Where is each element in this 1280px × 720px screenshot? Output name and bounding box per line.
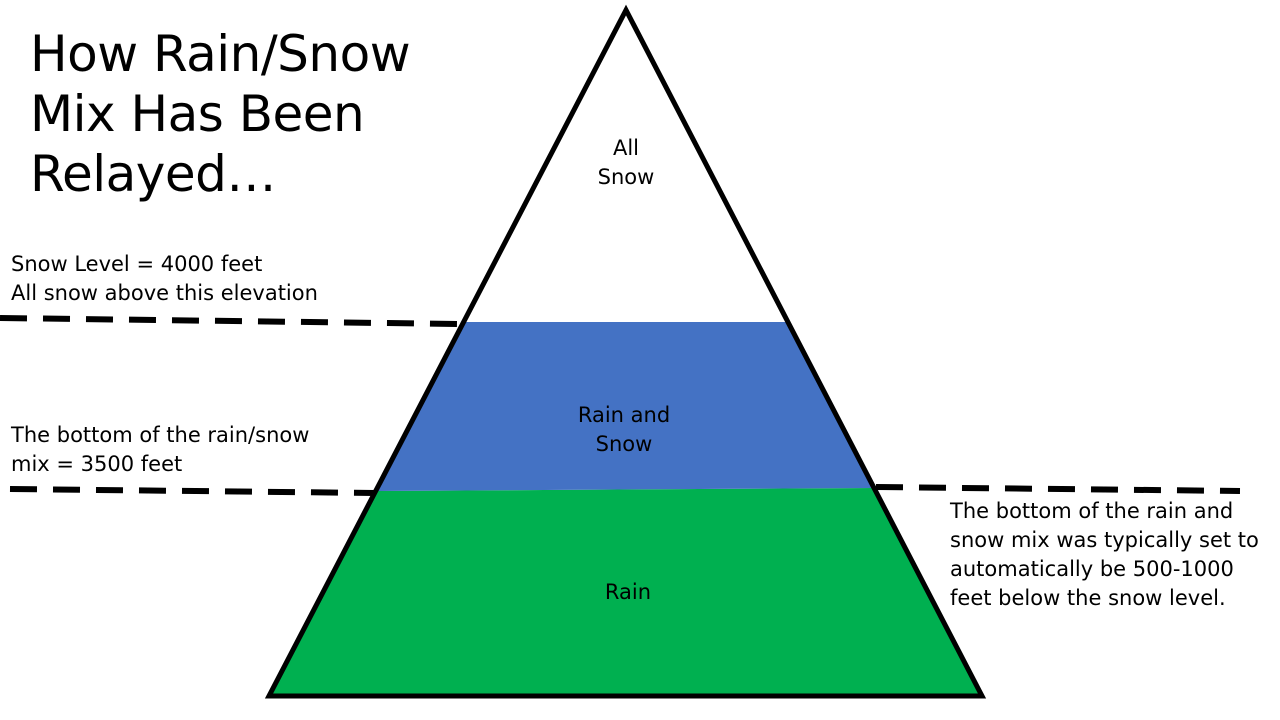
mix-bottom-note-line-2: mix = 3500 feet xyxy=(11,452,183,476)
snow-level-note-line-2: All snow above this elevation xyxy=(11,281,318,305)
mix-bottom-dashed-line xyxy=(9,486,376,496)
mix-bottom-note: The bottom of the rain/snow mix = 3500 f… xyxy=(11,421,309,479)
typical-note-line-4: feet below the snow level. xyxy=(950,586,1226,610)
typical-note-line-1: The bottom of the rain and xyxy=(950,499,1234,523)
title-line-3: Relayed… xyxy=(30,145,276,203)
title-line-2: Mix Has Been xyxy=(30,85,365,143)
rain-and-snow-label-line-2: Snow xyxy=(596,432,653,456)
typical-setting-note: The bottom of the rain and snow mix was … xyxy=(950,497,1259,613)
snow-level-note-line-1: Snow Level = 4000 feet xyxy=(11,252,263,276)
rain-and-snow-layer xyxy=(375,322,873,491)
rain-label: Rain xyxy=(605,580,651,604)
snow-level-dashed-line xyxy=(0,315,461,327)
mix-bottom-note-line-1: The bottom of the rain/snow xyxy=(11,423,310,447)
title-line-1: How Rain/Snow xyxy=(30,25,411,83)
all-snow-label-line-2: Snow xyxy=(598,165,655,189)
all-snow-label-line-1: All xyxy=(613,136,639,160)
pyramid-outline xyxy=(264,4,987,699)
page-title: How Rain/Snow Mix Has Been Relayed… xyxy=(30,24,450,204)
rain-and-snow-label-line-1: Rain and xyxy=(578,403,670,427)
all-snow-layer xyxy=(463,10,788,322)
typical-note-line-3: automatically be 500-1000 xyxy=(950,557,1234,581)
right-dashed-line xyxy=(875,484,1241,494)
rain-layer xyxy=(269,488,982,696)
snow-level-note: Snow Level = 4000 feet All snow above th… xyxy=(11,250,318,308)
typical-note-line-2: snow mix was typically set to xyxy=(950,528,1259,552)
